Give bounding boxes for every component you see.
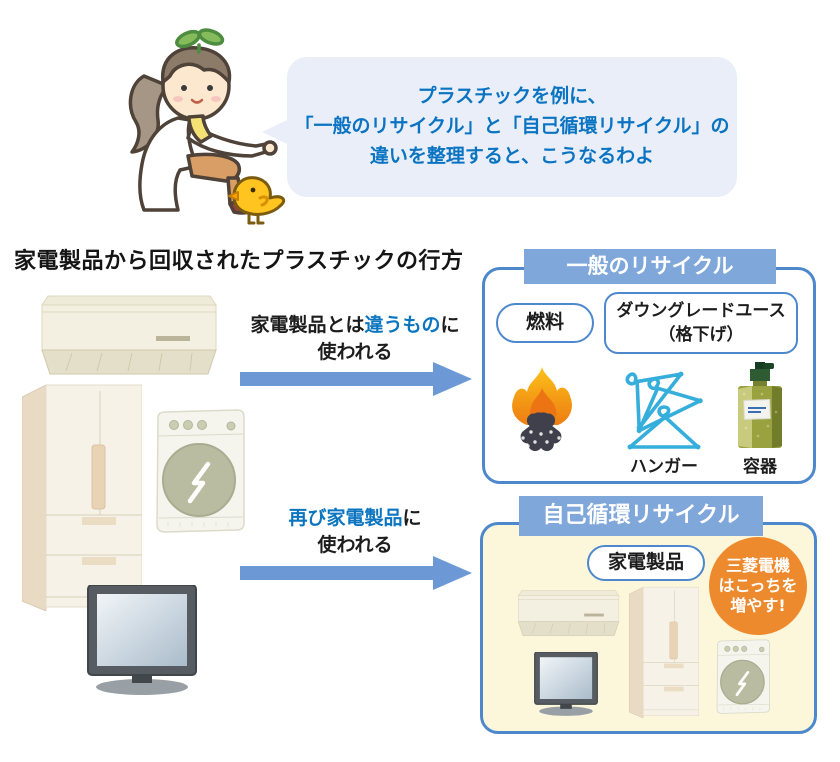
arrow-general-text-pre: 家電製品とは	[250, 314, 365, 336]
bottle-icon	[732, 362, 788, 452]
badge-line-2: はこっちを	[718, 576, 798, 595]
arrow-label-self: 再び家電製品に 使われる	[238, 505, 472, 559]
badge-line-3: 増やす!	[730, 596, 786, 615]
bubble-text-line-2: 「一般のリサイクル」と「自己循環リサイクル」の	[294, 115, 730, 137]
container-caption: 容器	[743, 457, 777, 477]
arrow-self-text-line2: 使われる	[317, 534, 393, 556]
bubble-text-line-1: プラスチックを例に、	[417, 85, 607, 107]
downgrade-use-tag: ダウングレードユース （格下げ）	[604, 292, 798, 354]
washing-machine-mini-icon	[708, 636, 772, 716]
air-conditioner-illustration	[38, 292, 218, 378]
mitsubishi-badge: 三菱電機 はこっちを 増やす!	[709, 537, 807, 635]
refrigerator-illustration	[22, 383, 142, 611]
fuel-tag: 燃料	[496, 303, 594, 343]
hangers-icon	[618, 358, 710, 450]
right-arrow-general-icon	[240, 362, 472, 396]
panel-general-title: 一般のリサイクル	[524, 249, 776, 284]
hanger-caption: ハンガー	[630, 457, 698, 477]
bubble-text-line-3: 違いを整理すると、こうなるわよ	[369, 145, 655, 167]
refrigerator-mini-icon	[629, 586, 699, 718]
chick-illustration	[228, 176, 286, 225]
speech-bubble-tail	[262, 119, 289, 145]
scientist-character-illustration	[128, 28, 286, 225]
page-title: 家電製品から回収されたプラスチックの行方	[14, 249, 464, 274]
air-conditioner-mini-icon	[516, 588, 620, 638]
downgrade-line-2: （格下げ）	[658, 325, 744, 345]
tv-mini-icon	[531, 652, 601, 717]
fire-icon	[500, 364, 582, 454]
arrow-general-text-line2: 使われる	[317, 341, 393, 363]
arrow-self-text-highlight: 再び家電製品	[288, 507, 403, 529]
arrow-label-general: 家電製品とは違うものに 使われる	[238, 312, 472, 366]
arrow-general-text-highlight: 違うもの	[364, 314, 441, 336]
badge-line-1: 三菱電機	[725, 556, 790, 575]
panel-self-title: 自己循環リサイクル	[519, 496, 763, 536]
tv-illustration	[82, 585, 202, 697]
appliance-tag: 家電製品	[587, 545, 705, 581]
washing-machine-illustration	[142, 404, 248, 536]
speech-bubble: プラスチックを例に、 「一般のリサイクル」と「自己循環リサイクル」の 違いを整理…	[262, 57, 737, 197]
right-arrow-self-icon	[240, 556, 472, 590]
leaf-icon	[175, 28, 225, 54]
arrow-general-text-post: に	[440, 314, 460, 336]
downgrade-line-1: ダウングレードユース	[616, 301, 786, 321]
arrow-self-text-post: に	[402, 507, 422, 529]
